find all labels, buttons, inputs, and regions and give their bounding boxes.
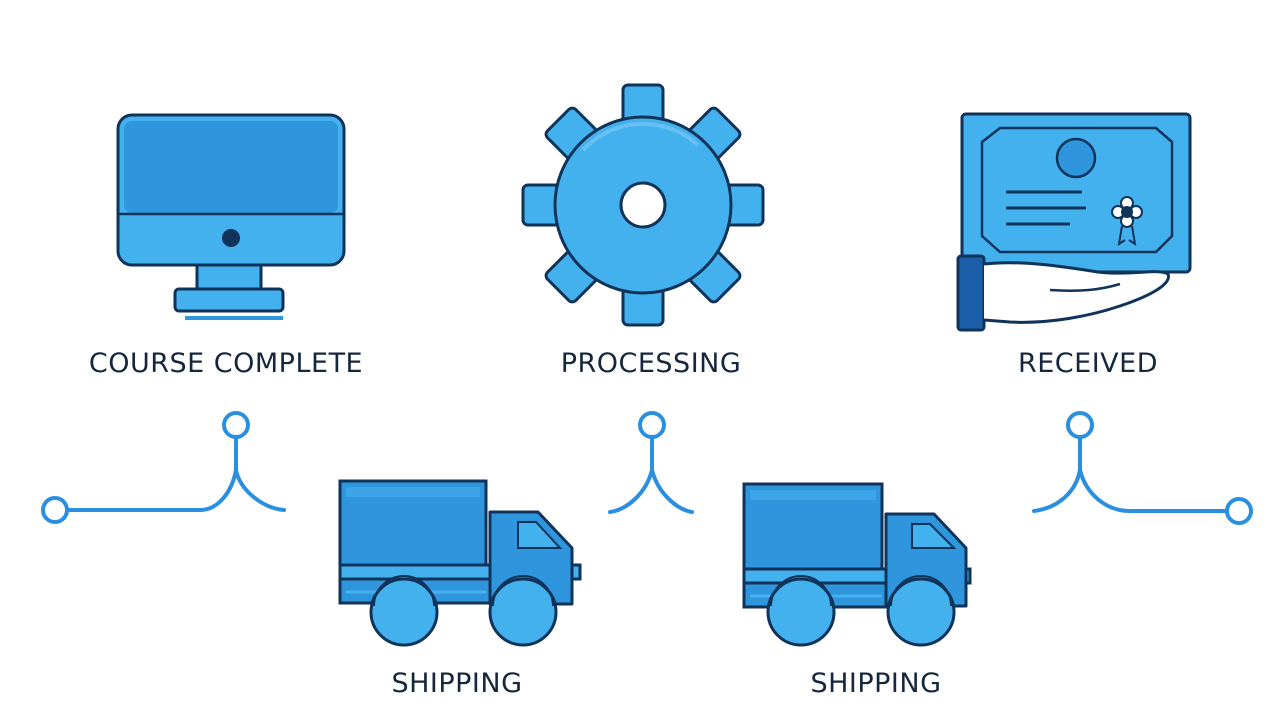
step-label-course-complete: COURSE COMPLETE (88, 348, 364, 379)
certificate-in-hand-icon (956, 112, 1192, 332)
gear-icon (521, 83, 765, 327)
delivery-truck-icon (338, 479, 582, 647)
connector-right (1032, 411, 1253, 525)
connector-middle (608, 411, 694, 514)
step-label-shipping: SHIPPING (810, 668, 942, 699)
step-label-processing: PROCESSING (560, 348, 742, 379)
connector-left (41, 411, 286, 524)
step-label-received: RECEIVED (1017, 348, 1159, 379)
computer-monitor-icon (116, 113, 346, 320)
step-label-shipping: SHIPPING (391, 668, 523, 699)
delivery-truck-icon (742, 482, 972, 647)
